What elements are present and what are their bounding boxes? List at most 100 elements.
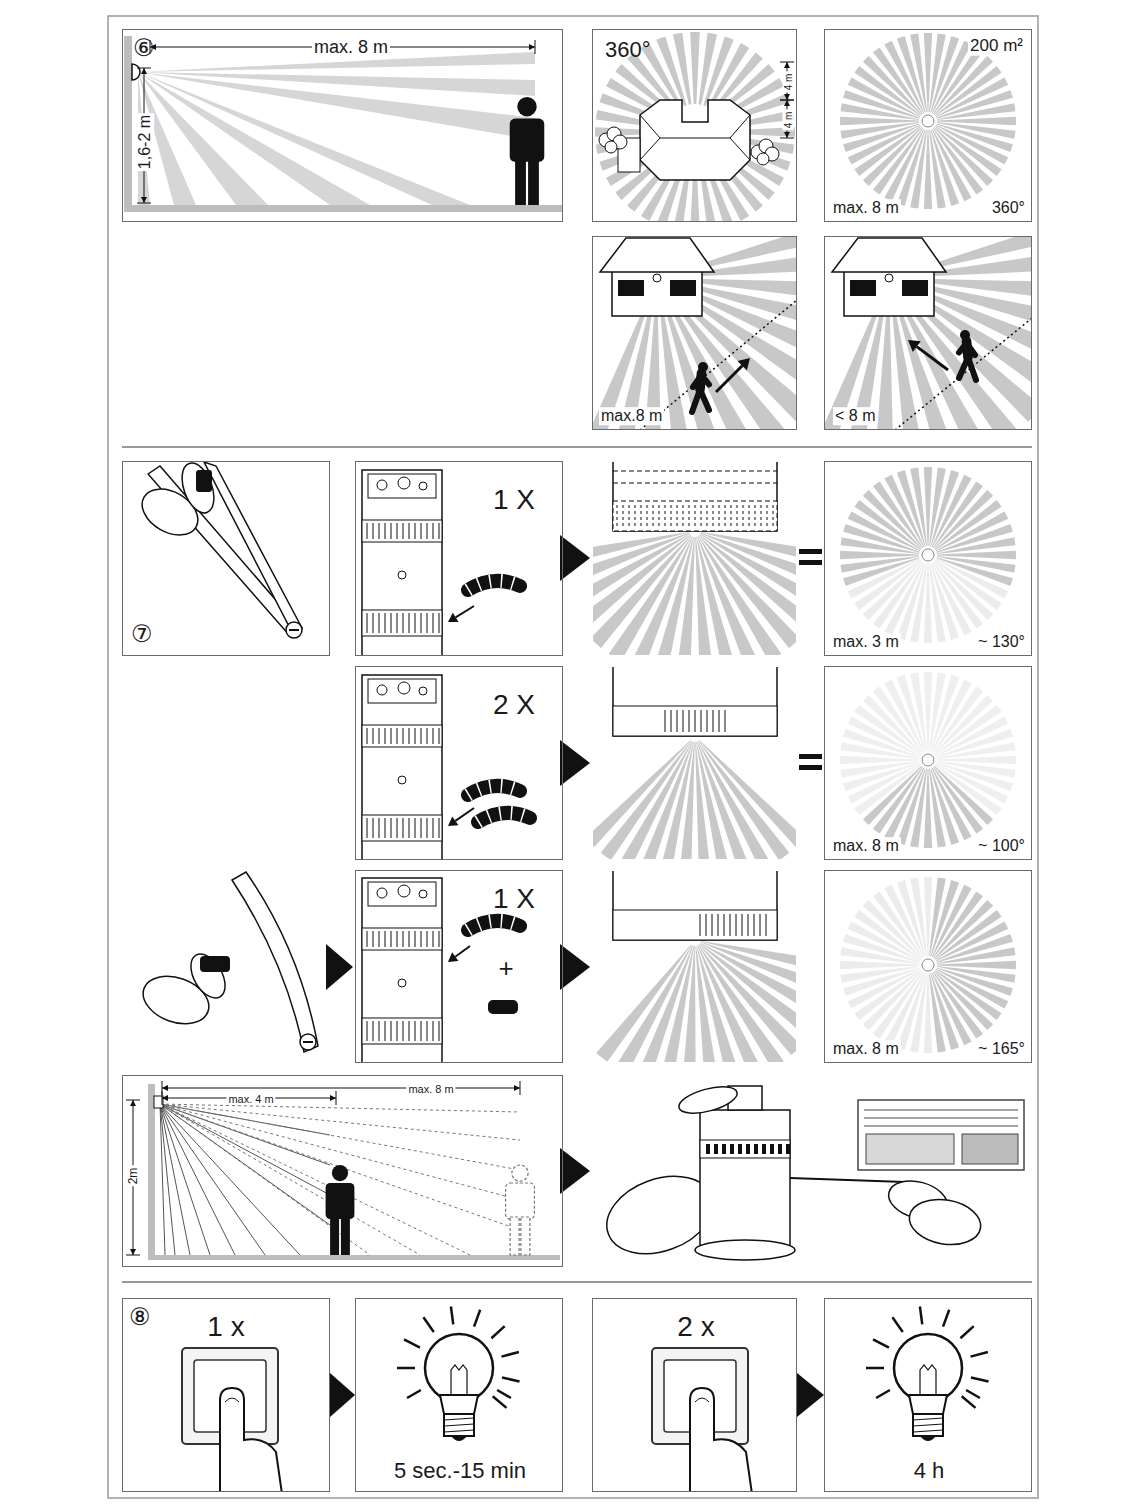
detection-ray bbox=[690, 32, 700, 104]
panel-label: 2 x bbox=[677, 1312, 714, 1343]
arrow-shaft bbox=[456, 606, 474, 617]
lens-stripe bbox=[409, 523, 410, 539]
person-part bbox=[326, 1183, 355, 1219]
lens-dash bbox=[613, 471, 777, 472]
step-triangle bbox=[560, 535, 590, 581]
lens-stripe bbox=[725, 710, 726, 732]
arrow-shaft bbox=[917, 347, 948, 370]
panel-label: max. 3 m bbox=[831, 633, 901, 651]
detection-ray bbox=[934, 490, 993, 549]
house-roof bbox=[600, 238, 714, 272]
lens-band bbox=[700, 1140, 790, 1158]
panel: 360°4 m4 m bbox=[592, 29, 797, 222]
house-drawing bbox=[600, 238, 714, 316]
lens-strip-seams bbox=[468, 581, 520, 590]
lens-stripe bbox=[415, 818, 416, 838]
lens-stripe bbox=[367, 728, 368, 744]
person-figure bbox=[326, 1165, 355, 1255]
sensor-knob bbox=[419, 890, 427, 898]
dimension-arrow bbox=[130, 1100, 136, 1106]
panel: < 8 m bbox=[824, 236, 1032, 430]
light-ray bbox=[943, 1310, 949, 1327]
detection-ray bbox=[863, 127, 922, 186]
hand-outline bbox=[176, 462, 220, 517]
lens-stripe bbox=[403, 728, 404, 744]
sensor-body bbox=[613, 462, 777, 531]
detection-ray bbox=[910, 34, 927, 113]
panel-label: max. 8 m bbox=[406, 1083, 455, 1095]
panel: max. 3 m~ 130° bbox=[824, 461, 1032, 656]
person-part bbox=[330, 1217, 339, 1255]
panel-label: max. 8 m bbox=[831, 199, 901, 217]
lens-stripe bbox=[629, 505, 630, 527]
detection-ray bbox=[934, 56, 993, 115]
person-part bbox=[521, 1217, 530, 1255]
lens-stripe bbox=[623, 505, 624, 527]
lens-stripe bbox=[403, 931, 404, 947]
sensor-knob bbox=[419, 687, 427, 695]
panel-label: 360° bbox=[990, 199, 1027, 217]
detection-ray bbox=[910, 673, 927, 752]
detection-ray bbox=[698, 741, 789, 859]
lens-stripe bbox=[367, 523, 368, 539]
sensor-dot bbox=[653, 274, 661, 282]
lens-stripe bbox=[767, 505, 768, 527]
lens-stripe bbox=[742, 914, 743, 936]
equals-sign bbox=[799, 765, 822, 770]
sensor-knob bbox=[398, 477, 410, 489]
sensor-center bbox=[922, 549, 934, 561]
lens-stripe bbox=[409, 613, 410, 633]
detection-ray bbox=[593, 532, 689, 568]
bush bbox=[757, 153, 769, 165]
detection-ray bbox=[695, 742, 712, 859]
sensor-body bbox=[362, 675, 442, 859]
lens-band bbox=[362, 725, 442, 747]
detection-line-far bbox=[160, 1104, 370, 1255]
callout-number: ⑥ bbox=[133, 35, 155, 61]
person-limb bbox=[702, 375, 710, 385]
lens-stripe bbox=[391, 613, 392, 633]
lens-stripe bbox=[379, 1021, 380, 1041]
lens-band bbox=[362, 520, 442, 542]
lens-stripe bbox=[439, 1021, 440, 1041]
lens-stripe bbox=[427, 931, 428, 947]
control-mark bbox=[722, 1144, 726, 1154]
panel-label: 2m bbox=[127, 1166, 140, 1187]
pointing-hand bbox=[220, 1388, 282, 1491]
roof-ridge bbox=[640, 138, 660, 160]
lens-strip bbox=[468, 921, 520, 930]
detection-ray bbox=[934, 900, 993, 959]
lens-stripe bbox=[731, 505, 732, 527]
detection-ray bbox=[934, 561, 993, 620]
lens-stripe bbox=[748, 914, 749, 936]
pointing-hand bbox=[690, 1388, 752, 1491]
lens-stripe bbox=[433, 1021, 434, 1041]
lens-band bbox=[362, 815, 442, 841]
lens-stripe bbox=[403, 613, 404, 633]
label-line bbox=[864, 1110, 1018, 1111]
detection-ray bbox=[695, 537, 714, 655]
lens-stripe bbox=[719, 710, 720, 732]
lens-stripe bbox=[433, 728, 434, 744]
scissor-blade bbox=[204, 462, 302, 632]
light-ray bbox=[397, 1367, 415, 1370]
lens-stripe bbox=[373, 1021, 374, 1041]
detection-ray bbox=[863, 971, 922, 1030]
fingernail bbox=[695, 1398, 709, 1402]
person-limb bbox=[700, 390, 709, 411]
dimension-line bbox=[162, 1088, 520, 1089]
light-ray bbox=[892, 1317, 902, 1332]
lens-stripe bbox=[373, 818, 374, 838]
panel-art bbox=[593, 237, 796, 429]
callout-number: ⑧ bbox=[129, 1304, 151, 1330]
lens-strip bbox=[478, 813, 530, 822]
hand-outline bbox=[906, 1194, 985, 1250]
lens-stripe bbox=[689, 710, 690, 732]
wall bbox=[148, 1084, 155, 1260]
detection-line bbox=[160, 1104, 330, 1195]
bulb-thread bbox=[913, 1418, 943, 1420]
panel-label: ~ 100° bbox=[976, 837, 1027, 855]
sensor-center bbox=[922, 959, 934, 971]
detection-ray bbox=[138, 72, 535, 140]
